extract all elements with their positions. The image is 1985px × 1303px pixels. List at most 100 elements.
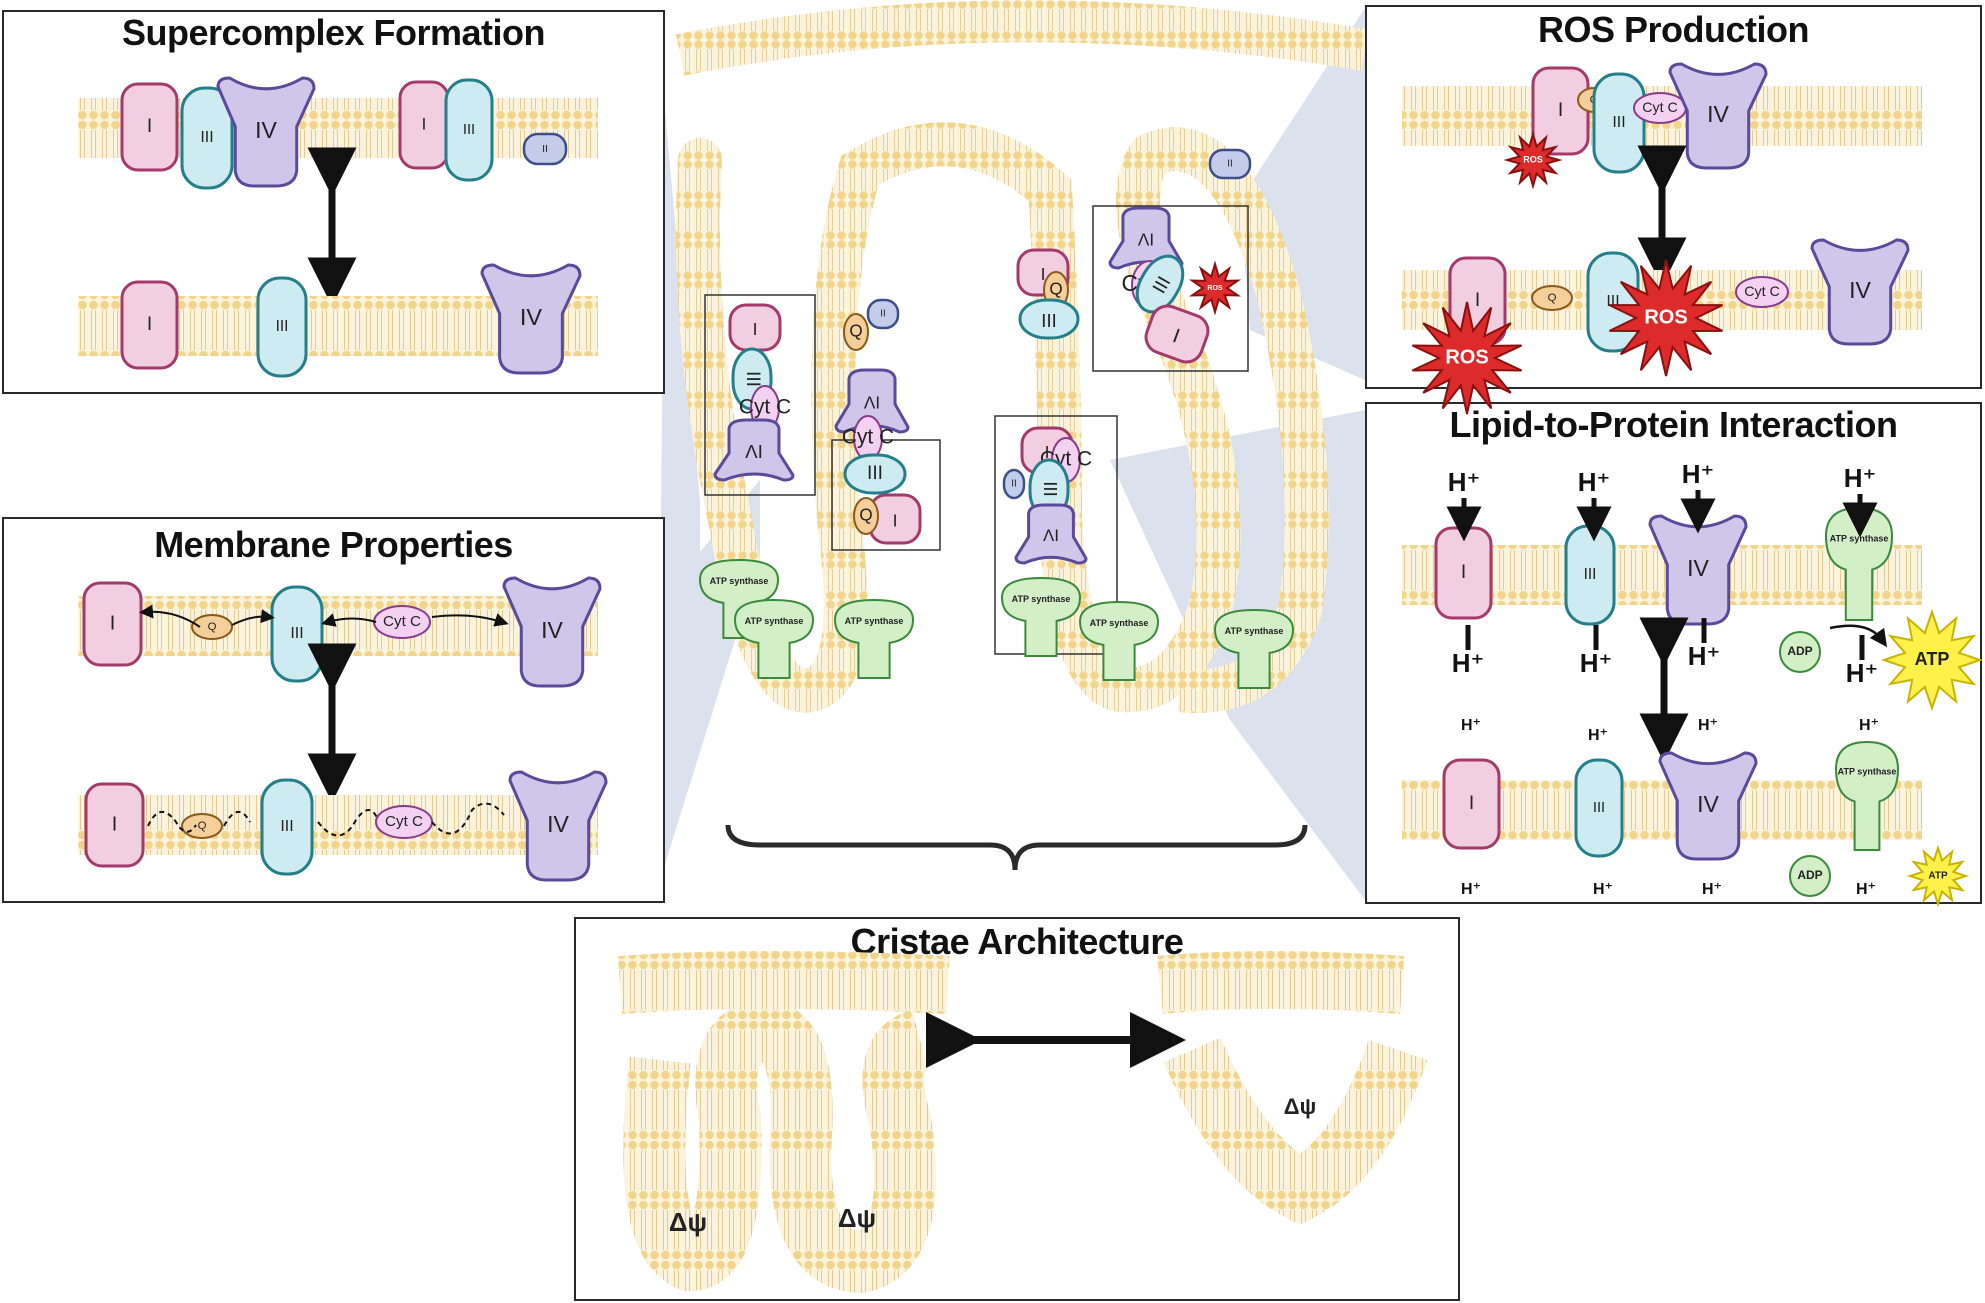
- complex-iv-label: IV: [1687, 555, 1709, 581]
- complex-iv: IV: [1810, 238, 1910, 346]
- h-plus-low-0: H⁺: [1461, 717, 1481, 734]
- complex-iii: III: [1574, 758, 1624, 858]
- complex-iv: IV: [1668, 62, 1768, 170]
- ros-star-bottom-left: ROS: [1411, 301, 1523, 415]
- complex-iii-label: III: [867, 463, 883, 484]
- ros-large-star: ROS: [1609, 259, 1723, 377]
- h-plus-bottom-1: H⁺: [1593, 881, 1613, 898]
- atp-synthase-label: ATP synthase: [845, 616, 904, 626]
- complex-iii: III: [1135, 254, 1185, 314]
- complex-iv: IV: [216, 76, 316, 188]
- panel-title-lipid: Lipid-to-Protein Interaction: [1449, 404, 1898, 445]
- q-label: Q: [849, 322, 862, 341]
- complex-i: I: [1531, 66, 1590, 156]
- complex-iii: III: [1592, 72, 1646, 174]
- complex-iv: IV: [1648, 514, 1748, 626]
- complex-i-label: I: [1041, 264, 1046, 284]
- complex-ii: II: [1002, 468, 1026, 500]
- complex-iii: III: [843, 453, 907, 495]
- ubiquinone-q: Q: [1531, 285, 1573, 311]
- complex-iii-label: III: [1040, 481, 1061, 496]
- q-label: Q: [208, 621, 217, 633]
- complex-i: I: [120, 82, 179, 172]
- complex-i: I: [120, 280, 179, 370]
- complex-i-label: I: [147, 314, 152, 335]
- complex-i-label: I: [1461, 562, 1466, 583]
- h-plus-low-3: H⁺: [1859, 717, 1879, 734]
- cytochrome-c: Cyt C: [1735, 276, 1789, 308]
- complex-iv-label: IV: [745, 441, 763, 462]
- complex-iv-label: IV: [255, 117, 277, 143]
- atp-star-top: ATP: [1880, 608, 1984, 712]
- atp-synthase-label: ATP synthase: [1830, 534, 1889, 544]
- cyt-c-label: Cyt C: [739, 396, 791, 419]
- delta-psi-3: Δψ: [1284, 1094, 1316, 1119]
- ubiquinone-q: Q: [191, 614, 233, 640]
- panel-title-ros: ROS Production: [1538, 9, 1810, 50]
- h-plus-top-1: H⁺: [1578, 467, 1611, 497]
- cytochrome-c: Cyt C: [842, 415, 894, 461]
- complex-iv: IV: [1658, 751, 1758, 861]
- ros-star-bottom-left-label: ROS: [1445, 346, 1488, 368]
- atp-synthase-label: ATP synthase: [1090, 618, 1149, 628]
- complex-iv-label: IV: [547, 811, 569, 837]
- complex-iii: III: [1586, 251, 1640, 353]
- complex-iii-label: III: [1593, 800, 1605, 816]
- complex-iv: IV: [834, 368, 910, 434]
- complex-iv-label: IV: [863, 392, 880, 412]
- atp-synthase: ATP synthase: [1078, 600, 1160, 681]
- cyt-c-label: Cyt C: [842, 426, 894, 449]
- cristae-simple-membrane: [1163, 1037, 1428, 1225]
- atp-synthase-label: ATP synthase: [1838, 767, 1897, 777]
- atp-synthase: ATP synthase: [1834, 740, 1900, 851]
- atp-synthase: ATP synthase: [1213, 608, 1295, 689]
- complex-iv: IV: [508, 770, 608, 882]
- cristae-folded-membrane: [623, 998, 936, 1294]
- adp-circle-top: [1779, 631, 1821, 673]
- cyt-c-label: Cyt C: [1642, 100, 1678, 116]
- complex-ii: II: [522, 132, 568, 166]
- complex-iv: IV: [713, 418, 795, 482]
- zoom-box-4: [1092, 205, 1249, 372]
- complex-ii-label: II: [1011, 479, 1016, 490]
- h-plus-mid-2: H⁺: [1688, 641, 1721, 671]
- h-plus-low-2: H⁺: [1698, 717, 1718, 734]
- h-plus-mid-0: H⁺: [1452, 648, 1485, 678]
- ubiquinone-q: Q: [853, 497, 879, 535]
- complex-iii: III: [1018, 298, 1080, 340]
- ros-center-star: ROS: [1188, 260, 1242, 316]
- q-label: Q: [198, 820, 207, 832]
- q-label: Q: [859, 506, 872, 525]
- complex-iv-label: IV: [1042, 526, 1059, 545]
- complex-iii-label: III: [290, 625, 303, 642]
- membrane-props-bottom: [78, 795, 598, 855]
- complex-i-label: I: [753, 319, 758, 339]
- complex-i-label: I: [1475, 290, 1480, 311]
- ubiquinone-q: Q: [181, 813, 223, 839]
- adp-label-top: ADP: [1787, 644, 1812, 658]
- complex-i: I: [1442, 758, 1501, 850]
- complex-i: I: [84, 782, 145, 868]
- adp-label-bottom: ADP: [1797, 868, 1822, 882]
- q-label: Q: [1548, 292, 1557, 304]
- complex-iii: III: [1564, 524, 1616, 626]
- complex-iv-label: IV: [520, 304, 543, 330]
- delta-psi-2: Δψ: [838, 1203, 876, 1233]
- delta-psi-1: Δψ: [669, 1207, 707, 1237]
- complex-ii-label: II: [880, 309, 885, 320]
- q-label: Q: [1049, 280, 1062, 299]
- panel-title-supercomplex: Supercomplex Formation: [121, 12, 546, 53]
- complex-ii: II: [1208, 148, 1252, 180]
- complex-iii: III: [256, 276, 308, 378]
- complex-ii-label: II: [542, 143, 548, 155]
- ros-small-star-label: ROS: [1523, 154, 1543, 164]
- ros-center-star-label: ROS: [1207, 285, 1223, 292]
- complex-i: I: [1144, 304, 1210, 364]
- zoom-box-2: [831, 439, 941, 551]
- complex-i-label: I: [147, 116, 152, 137]
- atp-star-bottom: ATP: [1906, 844, 1970, 908]
- complex-iv: IV: [1014, 503, 1088, 565]
- h-plus-bottom-2: H⁺: [1702, 881, 1722, 898]
- cyt-c-label: Cyt C: [1744, 284, 1780, 300]
